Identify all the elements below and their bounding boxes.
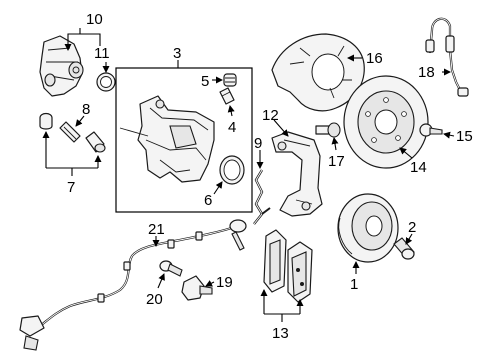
callout-13: 13 [272,325,289,342]
callout-12: 12 [262,107,279,124]
o-ring [96,72,116,92]
callout-9: 9 [254,135,262,152]
caliper-housing [39,35,84,97]
sensor-bolt [159,260,183,277]
bleeder-cap [223,73,237,87]
callout-3: 3 [173,45,181,62]
caliper-assembly [119,95,215,183]
callout-11: 11 [94,45,110,62]
brake-rotor [343,75,429,169]
guide-bushing [85,131,106,153]
callout-21: 21 [148,221,165,238]
callout-10: 10 [86,11,103,28]
caliper-bracket [271,131,323,217]
spring-clip [253,169,271,225]
callout-20: 20 [146,291,163,308]
callout-8: 8 [82,101,90,118]
callout-14: 14 [410,159,427,176]
guide-pin-boot [39,112,53,130]
leader-lines [42,28,455,322]
callout-labels: 10 11 3 5 4 6 8 7 9 12 16 17 14 15 18 2 … [67,11,473,342]
callout-6: 6 [204,192,212,209]
callout-5: 5 [201,73,209,90]
callout-17: 17 [328,153,345,170]
brake-pad-outer [287,241,313,303]
hub-bolt [393,237,415,260]
brake-pad-inner [263,229,287,293]
callout-1: 1 [350,276,358,293]
bleeder-screw [219,87,235,105]
callout-16: 16 [366,50,383,67]
brake-hose [425,17,469,97]
callout-15: 15 [456,128,473,145]
wheel-speed-sensor-harness [19,219,247,351]
callout-19: 19 [216,274,233,291]
callout-18: 18 [418,64,435,81]
wheel-speed-sensor [181,275,213,301]
callout-4: 4 [228,119,236,136]
rotor-screw [419,123,443,137]
piston-seal [219,155,245,185]
splash-shield [271,33,365,112]
wheel-hub [337,193,399,263]
guide-pin [59,121,81,143]
callout-7: 7 [67,179,75,196]
caliper-assembly-box [115,67,253,213]
bracket-bolt [315,122,341,138]
callout-2: 2 [408,219,416,236]
